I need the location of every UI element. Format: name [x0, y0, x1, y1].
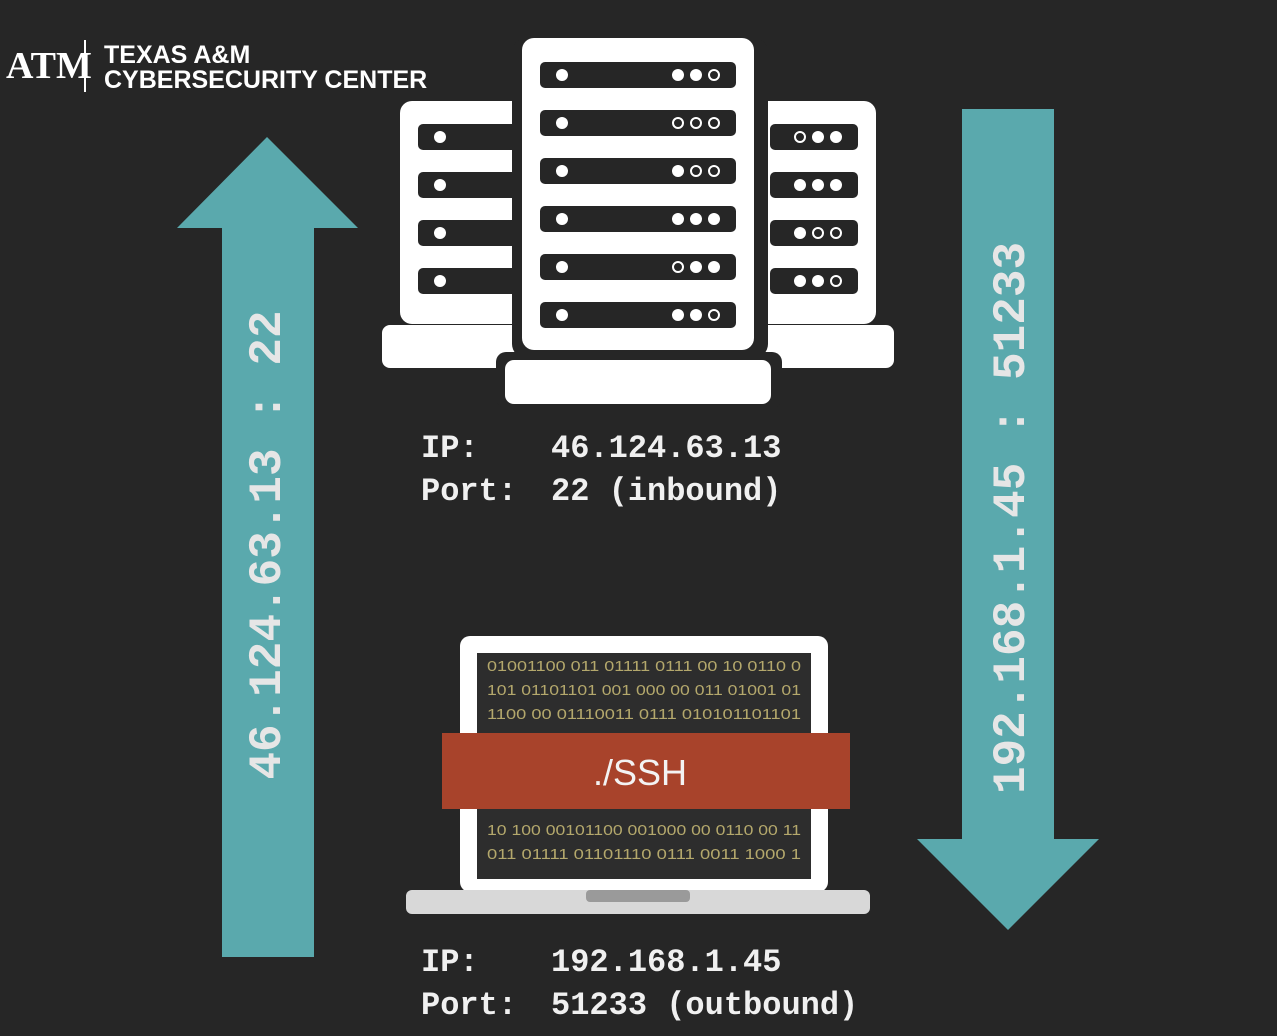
server-ip-value: 46.124.63.13: [551, 430, 781, 467]
server-slot: [418, 172, 530, 198]
server-slot: [418, 268, 530, 294]
server-slot: [540, 158, 736, 184]
binary-line: 10 100 00101100 001000 00 0110 00 11: [487, 822, 801, 839]
server-address: IP: 46.124.63.13 Port: 22 (inbound): [421, 430, 781, 510]
server-slot: [540, 302, 736, 328]
server-right-slots: [770, 124, 858, 294]
server-port-value: 22 (inbound): [551, 473, 781, 510]
upstream-arrow: 46.124.63.13 : 22: [177, 137, 358, 957]
laptop-binary-text: 01001100 011 01111 0111 00 10 0110 0 101 …: [487, 658, 801, 863]
server-slot: [770, 172, 858, 198]
logo-org-line2: CYBERSECURITY CENTER: [104, 66, 427, 94]
logo-divider: [84, 40, 86, 92]
up-arrow-shape: [177, 137, 358, 957]
client-address: IP: 192.168.1.45 Port: 51233 (outbound): [421, 944, 858, 1024]
server-icon: [382, 38, 894, 408]
server-slot: [770, 220, 858, 246]
server-slot: [770, 124, 858, 150]
binary-line: 011 01111 01101110 0111 0011 1000 1: [487, 846, 801, 863]
binary-line: 101 01101101 001 000 00 011 01001 01: [487, 682, 801, 699]
server-main-base: [505, 360, 771, 404]
up-arrow-label: 46.124.63.13 : 22: [242, 310, 294, 779]
server-slot: [540, 62, 736, 88]
ssh-banner: [442, 733, 850, 809]
client-ip-label: IP:: [421, 944, 479, 981]
server-slot: [418, 124, 530, 150]
server-ip-label: IP:: [421, 430, 479, 467]
laptop-trackpad-notch: [586, 890, 690, 902]
server-slot: [540, 206, 736, 232]
ssh-banner-label: ./SSH: [593, 752, 687, 793]
server-slot: [540, 110, 736, 136]
binary-line: 01001100 011 01111 0111 00 10 0110 0: [487, 658, 801, 675]
downstream-arrow: 192.168.1.45 : 51233: [917, 109, 1099, 930]
server-slot: [540, 254, 736, 280]
server-left-slots: [418, 124, 530, 294]
logo-org-line1: TEXAS A&M: [104, 41, 250, 69]
server-slot: [418, 220, 530, 246]
down-arrow-shape: [917, 109, 1099, 930]
tamu-logo: ATM TEXAS A&M CYBERSECURITY CENTER: [6, 40, 427, 94]
atm-logo-mark: ATM: [6, 45, 92, 87]
binary-line: 1100 00 01110011 0111 010101101101: [487, 706, 801, 723]
down-arrow-label: 192.168.1.45 : 51233: [986, 242, 1038, 794]
client-ip-value: 192.168.1.45: [551, 944, 781, 981]
server-port-label: Port:: [421, 473, 517, 510]
laptop-icon: 01001100 011 01111 0111 00 10 0110 0 101 …: [406, 636, 870, 914]
server-main-slots: [540, 62, 736, 328]
server-slot: [770, 268, 858, 294]
client-port-value: 51233 (outbound): [551, 987, 858, 1024]
client-port-label: Port:: [421, 987, 517, 1024]
